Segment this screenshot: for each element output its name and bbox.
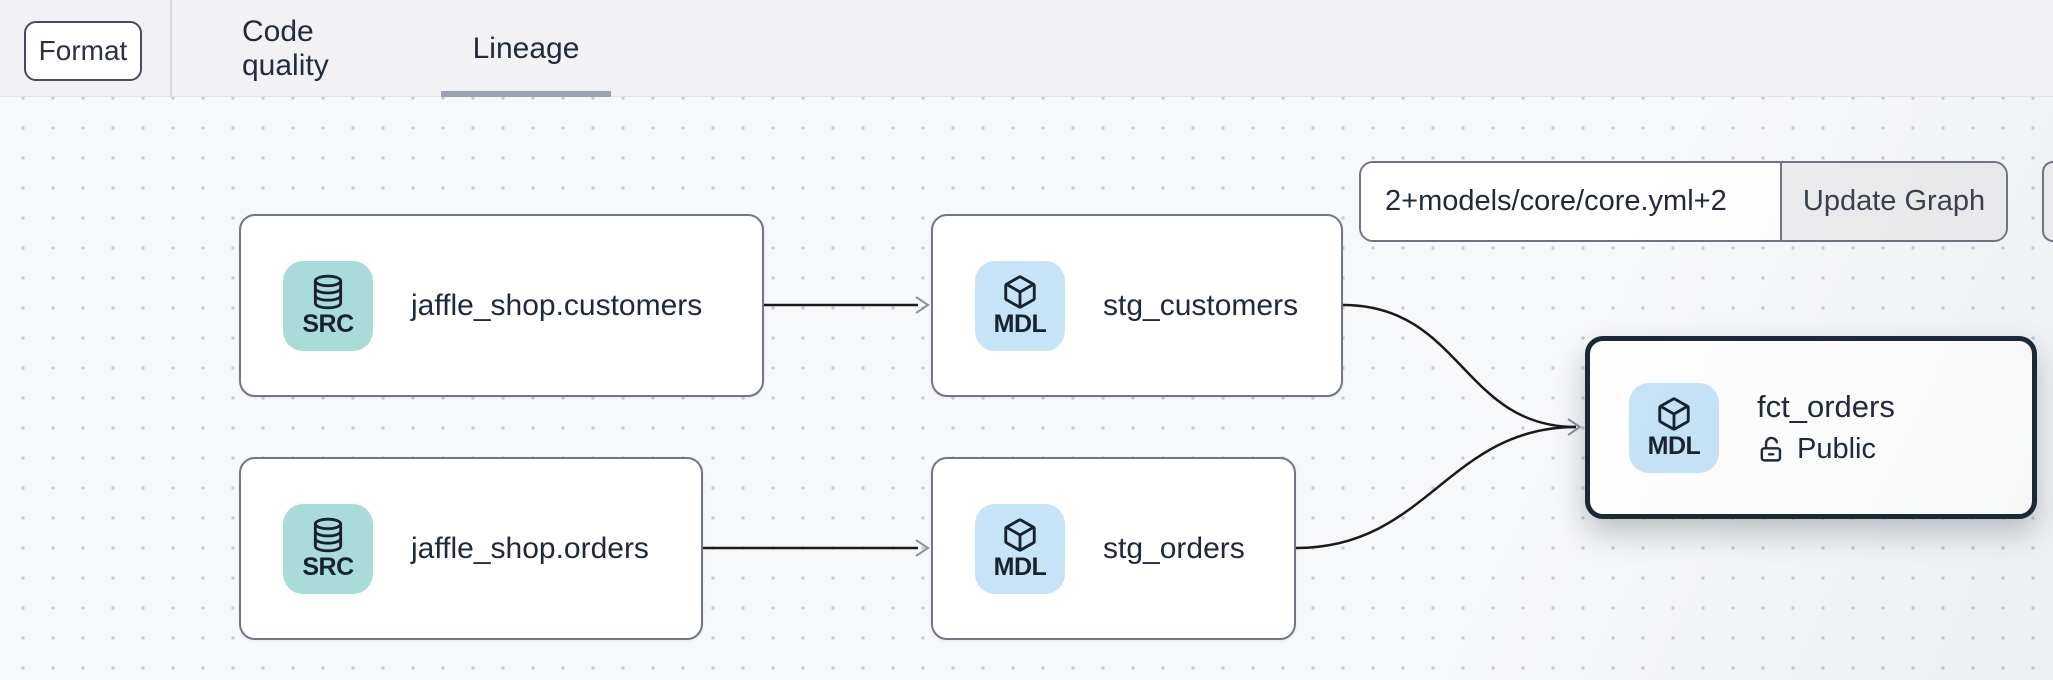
- arrowhead-icon: [915, 539, 930, 557]
- arrowhead-icon: [1567, 418, 1582, 436]
- node-stg-customers[interactable]: MDL stg_customers: [931, 214, 1343, 397]
- database-icon: [313, 518, 343, 553]
- header-divider: [170, 0, 172, 97]
- top-toolbar: Format Code quality Lineage: [0, 0, 2053, 97]
- access-row: Public: [1757, 433, 1895, 466]
- access-label: Public: [1797, 433, 1876, 465]
- model-badge: MDL: [975, 503, 1065, 594]
- node-label: fct_orders: [1757, 389, 1895, 424]
- badge-label: MDL: [993, 553, 1047, 582]
- badge-label: MDL: [1647, 432, 1701, 461]
- format-button[interactable]: Format: [24, 21, 142, 81]
- node-label: jaffle_shop.orders: [411, 531, 649, 565]
- model-badge: MDL: [1629, 382, 1719, 473]
- tab-code-quality[interactable]: Code quality: [242, 0, 407, 97]
- clipped-right-button[interactable]: [2042, 161, 2053, 242]
- cube-icon: [1004, 518, 1036, 552]
- lineage-canvas[interactable]: Update Graph SRC jaffle_shop.customers M…: [0, 97, 2053, 680]
- edge-stg-customers-to-fct: [1342, 303, 1577, 429]
- badge-label: SRC: [302, 553, 354, 582]
- source-badge: SRC: [283, 260, 373, 351]
- node-fct-orders[interactable]: MDL fct_orders Public: [1585, 336, 2037, 519]
- cube-icon: [1658, 397, 1690, 431]
- node-stg-orders[interactable]: MDL stg_orders: [931, 457, 1296, 640]
- badge-label: SRC: [302, 310, 354, 339]
- tab-lineage-label: Lineage: [472, 31, 580, 65]
- node-label: jaffle_shop.customers: [411, 288, 703, 322]
- unlock-icon: [1760, 436, 1782, 462]
- node-label: stg_orders: [1103, 531, 1245, 565]
- node-jaffle-shop-customers[interactable]: SRC jaffle_shop.customers: [239, 214, 764, 397]
- model-badge: MDL: [975, 260, 1065, 351]
- edge-stg-orders-to-fct: [1295, 425, 1577, 550]
- cube-icon: [1004, 275, 1036, 309]
- update-graph-button[interactable]: Update Graph: [1780, 163, 2006, 240]
- badge-label: MDL: [993, 310, 1047, 339]
- database-icon: [313, 275, 343, 310]
- node-label: stg_customers: [1103, 288, 1299, 322]
- arrowhead-icon: [915, 296, 930, 314]
- tab-lineage[interactable]: Lineage: [441, 0, 611, 97]
- tab-code-quality-label: Code quality: [242, 14, 329, 82]
- source-badge: SRC: [283, 503, 373, 594]
- lineage-edges: [703, 296, 1582, 557]
- selector-input[interactable]: [1361, 163, 1780, 240]
- node-jaffle-shop-orders[interactable]: SRC jaffle_shop.orders: [239, 457, 703, 640]
- graph-selector-group: Update Graph: [1359, 161, 2008, 242]
- active-tab-underline: [441, 91, 611, 97]
